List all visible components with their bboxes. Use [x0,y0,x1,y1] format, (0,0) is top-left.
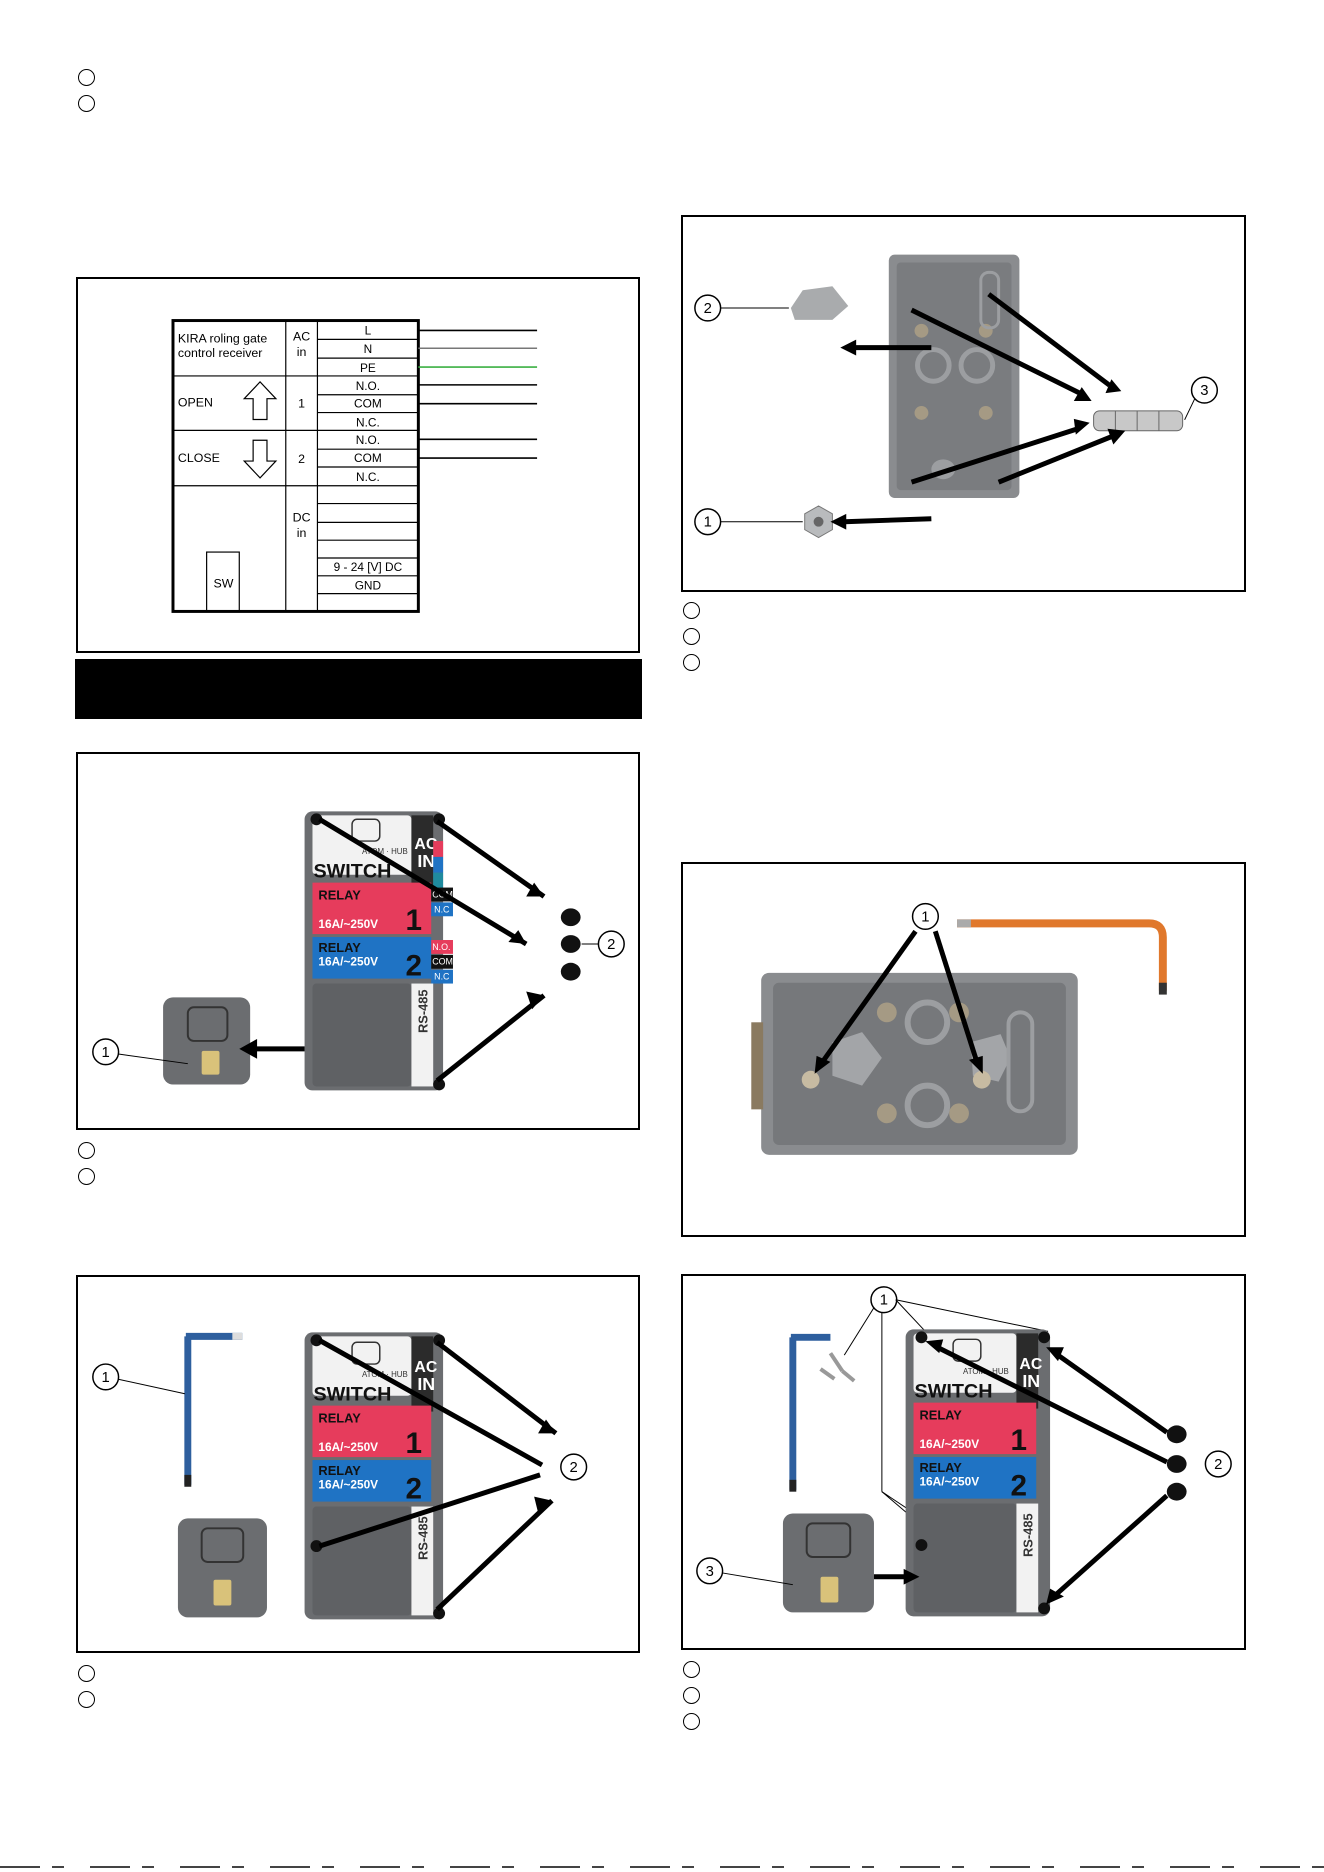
figure-unscrew-housing-art: 1 ATOM · HUB AC IN SWITCH RELAY 16A/~250… [92,1332,588,1620]
callout-number: 2 [1214,1457,1222,1473]
footer-rule [0,1866,1324,1868]
terminal-label: PE [360,361,376,375]
figure-housing-screws: 1 [681,862,1246,1237]
close-label: CLOSE [178,451,220,465]
figure-unscrew-housing: 1 ATOM · HUB AC IN SWITCH RELAY 16A/~250… [76,1275,640,1653]
figure-reassemble: 1 ATOM · HUB AC IN SWITCH RELAY 16A/~250… [681,1274,1246,1650]
legend-marker [78,95,95,112]
relay-rating: 16A/~250V [318,955,378,969]
relay-word: RELAY [318,1410,361,1425]
legend-marker [683,1713,700,1730]
terminal-label: COM [354,451,382,465]
switch-word: SWITCH [313,861,391,883]
figure-open-housing-art: 2 1 3 [694,254,1219,539]
terminal-label: N [364,342,373,356]
terminal-label: GND [355,579,381,593]
device-brand: ATOM · HUB [362,847,408,856]
legend-marker [683,602,700,619]
relay-2-number: 2 [1010,1470,1027,1503]
dc-in-label: DC [293,510,311,524]
wiring-diagram-frame: KIRA roling gate control receiver OPEN C… [76,277,640,653]
dc-in-label: in [297,526,307,540]
relay-rating: 16A/~250V [919,1475,979,1489]
terminal-label: N.O. [356,433,380,447]
legend-marker [78,1142,95,1159]
legend-marker [683,628,700,645]
figure-remove-module: ATOM · HUB AC IN SWITCH RELAY 16A/~250V … [76,752,640,1130]
com-label: COM [432,957,453,967]
figure-housing-screws-art: 1 [751,902,1167,1155]
relay-rating: 16A/~250V [318,1478,378,1492]
ac-in-text: IN [1022,1371,1040,1391]
callout-number: 1 [921,909,929,925]
callout-number: 3 [706,1564,714,1580]
nc-label: N.C [434,904,450,914]
rs485-label: RS-485 [415,1516,430,1560]
terminal-label: COM [354,397,382,411]
terminal-label: 9 - 24 [V] DC [334,560,403,574]
switch-word: SWITCH [313,1384,391,1406]
callout-number: 1 [880,1293,888,1309]
relay-2-number: 2 [405,1473,422,1506]
relay-rating: 16A/~250V [318,917,378,931]
legend-marker [683,1661,700,1678]
ac-in-label: AC [293,329,310,343]
legend-marker [78,1691,95,1708]
ac-in-text: AC [1019,1356,1042,1373]
legend-marker [78,1168,95,1185]
switch-word: SWITCH [915,1381,993,1403]
relay-1-number: 1 [405,1427,422,1460]
figure-remove-module-art: ATOM · HUB AC IN SWITCH RELAY 16A/~250V … [92,811,625,1091]
legend-marker [78,69,95,86]
relay-1-number: 1 [1010,1424,1027,1457]
nc-label: N.C [434,972,450,982]
relay-word: RELAY [318,940,361,955]
relay-1-number: 1 [405,904,422,937]
figure-reassemble-art: 1 ATOM · HUB AC IN SWITCH RELAY 16A/~250… [696,1286,1232,1617]
receiver-label: KIRA roling gate [178,331,267,345]
relay-2-number: 2 [405,950,422,983]
callout-number: 1 [102,1045,110,1061]
terminal-label: N.C. [356,415,380,429]
no-label: N.O. [432,942,450,952]
wiring-diagram: KIRA roling gate control receiver OPEN C… [171,319,538,613]
legend-marker [78,1665,95,1682]
open-label: OPEN [178,396,213,410]
ac-in-label: in [297,345,307,359]
terminal-label: N.C. [356,470,380,484]
section-heading-band [75,659,642,719]
callout-number: 2 [704,301,712,317]
relay-rating: 16A/~250V [919,1437,979,1451]
terminal-label: N.O. [356,379,380,393]
ac-in-text: IN [417,1374,435,1394]
relay-number: 1 [298,397,305,411]
relay-word: RELAY [919,1460,962,1475]
callout-number: 3 [1200,383,1208,399]
ac-in-text: IN [417,851,435,871]
terminal-label: L [365,323,372,337]
relay-rating: 16A/~250V [318,1440,378,1454]
receiver-label: control receiver [178,346,262,360]
sw-label: SW [214,577,234,591]
callout-number: 1 [102,1370,110,1386]
rs485-label: RS-485 [415,989,430,1033]
relay-word: RELAY [318,887,361,902]
callout-number: 1 [704,515,712,531]
relay-word: RELAY [318,1463,361,1478]
callout-number: 2 [570,1460,578,1476]
legend-marker [683,654,700,671]
relay-number: 2 [298,452,305,466]
legend-marker [683,1687,700,1704]
rs485-label: RS-485 [1020,1513,1035,1557]
ac-in-text: AC [414,836,437,853]
relay-word: RELAY [919,1407,962,1422]
figure-open-housing: 2 1 3 [681,215,1246,592]
callout-number: 2 [607,937,615,953]
ac-in-text: AC [414,1359,437,1376]
